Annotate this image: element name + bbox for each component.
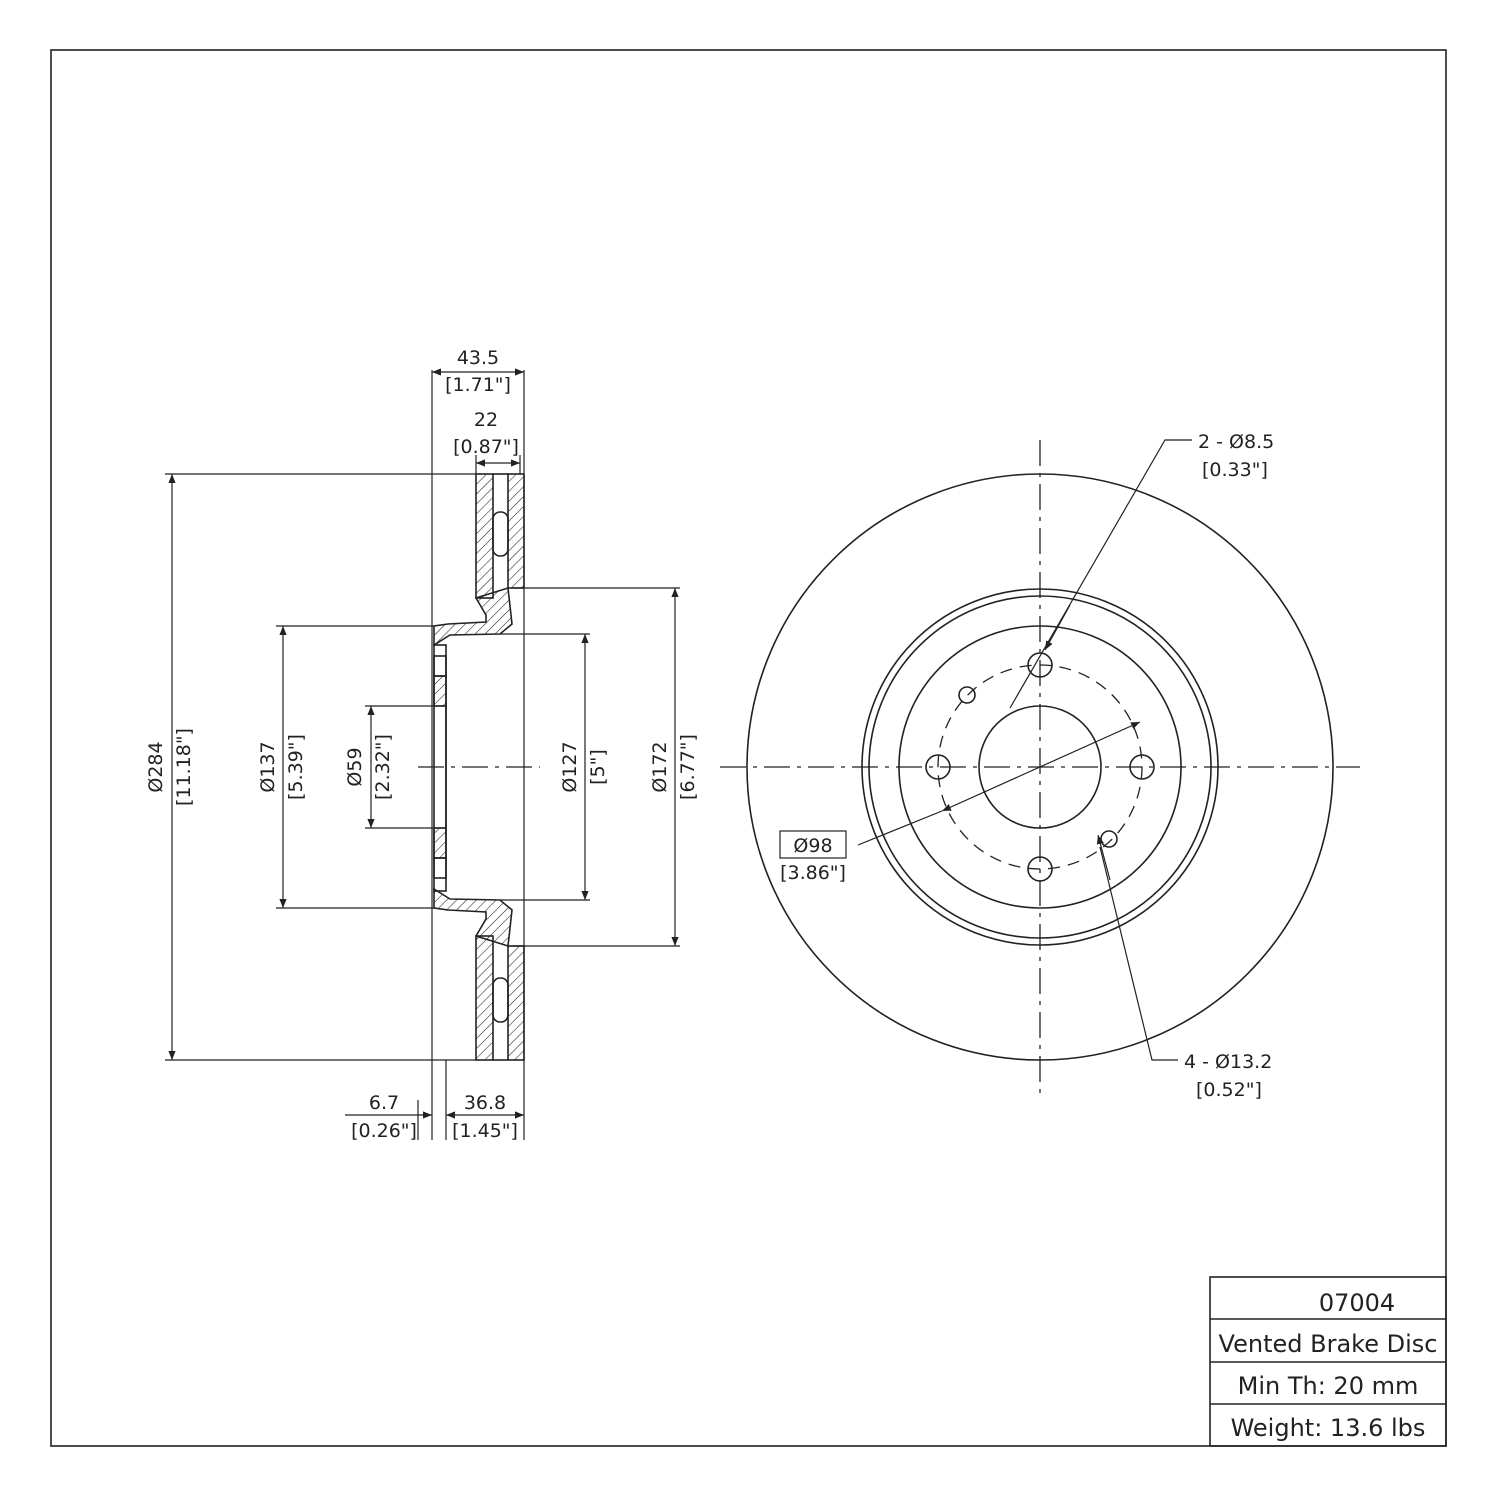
upper-stud-hole [433,655,447,677]
bolt-circle-label-box [779,830,847,859]
lower-stud-hole [433,857,447,879]
bolt-circle-inch-label: [3.86"] [780,862,846,884]
hub-wall-lower-hatch [433,827,447,859]
inner-hat-label: Ø127 [559,741,581,792]
inner-friction-inch-label: [6.77"] [677,734,699,800]
hat-height-inch-label: [1.45"] [452,1120,518,1142]
bolt-circle-label: Ø98 [793,835,832,857]
small-holes-leader [1009,439,1192,709]
small-holes-inch-label: [0.33"] [1202,459,1268,481]
hat-diameter-label: Ø137 [257,741,279,792]
outer-diameter-inch-label: [11.18"] [173,728,195,806]
locating-hole-upper [958,686,976,704]
hat-height-label: 36.8 [464,1092,506,1114]
locating-hole-lower [1100,830,1118,848]
hat-offset-inch-label: [0.26"] [351,1120,417,1142]
upper-outer-plate [475,473,494,599]
rotor-thickness-label: 22 [474,409,498,431]
bolt-circle-dimension-line [941,721,1141,812]
small-holes-label: 2 - Ø8.5 [1198,431,1274,453]
inner-friction-label: Ø172 [649,741,671,792]
lower-vane-slot [492,977,509,1023]
part-number: 07004 [1319,1289,1395,1317]
side-section-view: 43.5 [1.71"] 22 [0.87"] Ø284 [11.18"] Ø1… [145,347,699,1142]
bolt-circle-leader [857,810,943,846]
center-bore-label: Ø59 [344,747,366,786]
drawing-border [50,49,1447,1447]
min-thickness: Min Th: 20 mm [1238,1372,1419,1400]
hub-wall-upper-hatch [433,675,447,707]
lug-holes-inch-label: [0.52"] [1196,1079,1262,1101]
lug-holes-label: 4 - Ø13.2 [1184,1051,1272,1073]
upper-vane-slot [492,511,509,557]
upper-hat-neck [433,586,513,647]
hat-diameter-inch-label: [5.39"] [285,734,307,800]
inner-hat-inch-label: [5"] [587,749,609,785]
front-view: Ø98 [3.86"] 2 - Ø8.5 [0.33"] 4 - Ø13.2 [… [720,431,1360,1101]
lug-holes-leader-arrow [1096,834,1111,881]
rotor-thickness-inch-label: [0.87"] [453,436,519,458]
overall-width-label: 43.5 [457,347,499,369]
overall-width-inch-label: [1.71"] [445,374,511,396]
lug-holes-leader [1099,846,1178,1061]
lower-outer-plate [475,935,494,1061]
lower-hat-neck [433,887,513,948]
small-holes-leader-arrow [1044,604,1071,651]
part-description: Vented Brake Disc [1219,1330,1438,1358]
center-bore-inch-label: [2.32"] [372,734,394,800]
weight: Weight: 13.6 lbs [1231,1414,1426,1442]
title-block: 07004 Vented Brake Disc Min Th: 20 mm We… [1209,1276,1447,1447]
lower-inner-plate [507,945,525,1061]
upper-inner-plate [507,473,525,589]
hat-offset-label: 6.7 [369,1092,399,1114]
outer-diameter-label: Ø284 [145,741,167,792]
